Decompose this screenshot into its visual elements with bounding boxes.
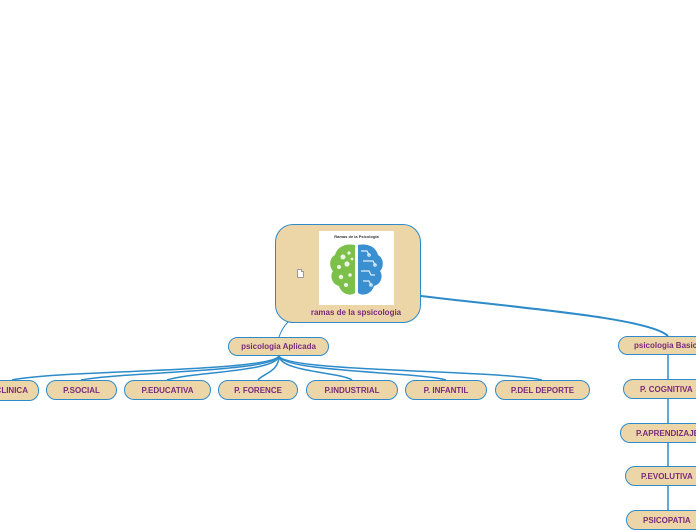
subtopic-label: P.DEL DEPORTE <box>511 386 574 395</box>
topic-label: psicologia Aplicada <box>241 342 316 351</box>
subtopic-psicopatia[interactable]: PSICOPATIA <box>626 510 696 530</box>
subtopic-p-infantil[interactable]: P. INFANTIL <box>405 380 487 400</box>
subtopic-label: P. FORENCE <box>234 386 282 395</box>
subtopic-p-social[interactable]: P.SOCIAL <box>46 380 117 400</box>
subtopic-label: P. INFANTIL <box>424 386 469 395</box>
subtopic-label: P.EVOLUTIVA <box>641 472 693 481</box>
topic-psicologia-basica[interactable]: psicologia Basica <box>618 336 696 355</box>
subtopic-p-industrial[interactable]: P.INDUSTRIAL <box>306 380 398 400</box>
subtopic-label: P.CLINICA <box>0 386 28 395</box>
subtopic-label: P.APRENDIZAJE <box>636 429 696 438</box>
central-topic-label: ramas de la spsicologia <box>276 308 436 317</box>
central-topic[interactable]: Ramas de la Psicología ramas de la spsic… <box>275 224 421 323</box>
subtopic-label: P.EDUCATIVA <box>141 386 193 395</box>
subtopic-p-cognitiva[interactable]: P. COGNITIVA <box>623 379 696 399</box>
subtopic-p-educativa[interactable]: P.EDUCATIVA <box>124 380 211 400</box>
subtopic-label: P.INDUSTRIAL <box>325 386 380 395</box>
topic-psicologia-aplicada[interactable]: psicologia Aplicada <box>228 337 329 356</box>
subtopic-p-evolutiva[interactable]: P.EVOLUTIVA <box>625 466 696 486</box>
subtopic-p-aprendizaje[interactable]: P.APRENDIZAJE <box>620 423 696 443</box>
document-icon[interactable] <box>297 269 304 278</box>
brain-image: Ramas de la Psicología <box>319 231 394 305</box>
topic-label: psicologia Basica <box>634 341 696 350</box>
subtopic-p-del-deporte[interactable]: P.DEL DEPORTE <box>495 380 590 400</box>
subtopic-p-forence[interactable]: P. FORENCE <box>218 380 298 400</box>
subtopic-label: P.SOCIAL <box>63 386 100 395</box>
subtopic-label: P. COGNITIVA <box>640 385 693 394</box>
subtopic-label: PSICOPATIA <box>643 516 691 525</box>
subtopic-p-clinica[interactable]: P.CLINICA <box>0 380 39 401</box>
